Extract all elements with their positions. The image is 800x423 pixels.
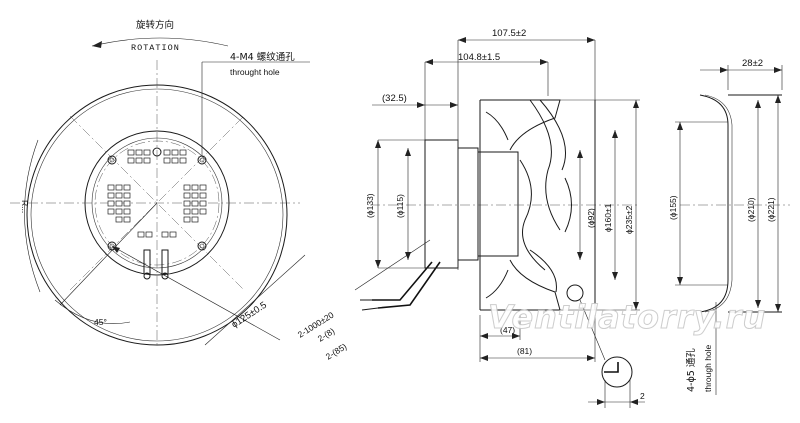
cables: [354, 239, 441, 311]
cable-outlets: [143, 249, 169, 280]
dia-133: (ϕ133): [365, 193, 375, 218]
dim-81: (81): [517, 346, 532, 356]
hole-5-label-cn: 4-ϕ5 通孔: [686, 348, 697, 392]
detail-view: [601, 356, 633, 388]
m4-hole-label-en: throught hole: [230, 67, 280, 77]
impeller-blades: [479, 99, 596, 311]
watermark-text: Ventilatorry.ru: [488, 298, 766, 336]
dia-115: (ϕ115): [395, 194, 405, 218]
dim-47: (47): [500, 325, 515, 335]
detail-marker: [566, 284, 584, 302]
angle-45-label: 45°: [94, 317, 107, 327]
inlet-ring-view: 28±2 (ϕ155) (ϕ210) (ϕ221) 4-ϕ5 通孔 throug…: [668, 58, 790, 395]
motor-body: [424, 139, 459, 269]
rotation-label-en: ROTATION: [131, 43, 180, 53]
radius-label: R...: [20, 200, 30, 213]
m4-hole-label-cn: 4-M4 螺纹通孔: [230, 51, 295, 63]
dim-32-5: (32.5): [382, 93, 407, 104]
dim-28: 28±2: [742, 58, 763, 69]
dia-235: ϕ235±2: [624, 205, 634, 234]
dia-92: (ϕ92): [586, 208, 596, 228]
rotation-label-cn: 旋转方向: [136, 19, 174, 31]
rotation-arrow: [91, 37, 229, 47]
dia-155: (ϕ155): [668, 195, 678, 220]
front-view: 旋转方向 ROTATION 4-M4 螺纹通孔 throught hole R.…: [10, 19, 310, 346]
dim-104-8: 104.8±1.5: [458, 52, 500, 63]
dim-2: 2: [640, 391, 645, 401]
cable-85: 2-(85): [324, 341, 349, 362]
hole-5-label-en: through hole: [703, 344, 713, 392]
dia-221: (ϕ221): [766, 197, 776, 222]
dia-210: (ϕ210): [746, 197, 756, 222]
side-view: 107.5±2 104.8±1.5 (32.5) (ϕ133) (ϕ115): [296, 28, 645, 408]
dim-107-5: 107.5±2: [492, 28, 526, 39]
vent-slots: [107, 149, 207, 238]
inlet-ring: [699, 94, 729, 313]
dia-160: ϕ160±1: [603, 203, 613, 232]
